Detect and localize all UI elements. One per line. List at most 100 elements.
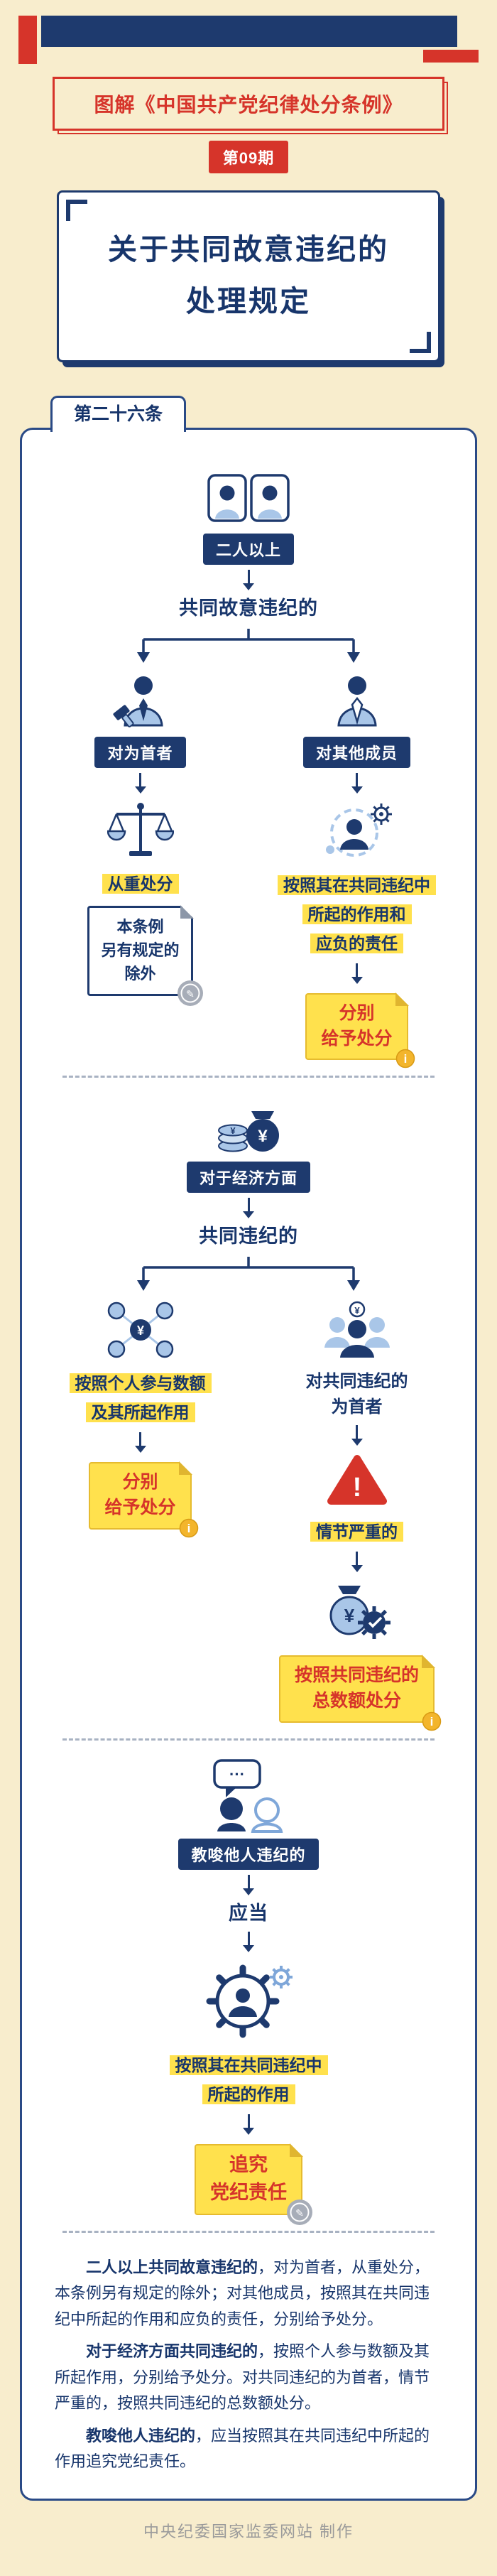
info-glyph: i bbox=[187, 1522, 190, 1535]
heavier-punishment-text: 从重处分 bbox=[102, 873, 179, 894]
condition-text: 共同违纪的 bbox=[199, 1225, 298, 1248]
pen-glyph: ✎ bbox=[295, 2207, 304, 2219]
down-arrow bbox=[139, 772, 141, 787]
down-arrow bbox=[356, 963, 358, 978]
main-title-line2: 处理规定 bbox=[186, 284, 311, 318]
justice-scales-icon bbox=[106, 802, 174, 856]
info-glyph: i bbox=[403, 1052, 407, 1066]
total-amount-punishment-box: 按照共同违纪的 总数额处分 bbox=[278, 1655, 435, 1723]
series-title: 图解《中国共产党纪律处分条例》 bbox=[94, 94, 403, 116]
yuan-glyph: ¥ bbox=[230, 1125, 236, 1136]
summary-paragraph-1: 二人以上共同故意违纪的，对为首者，从重处分，本条例另有规定的除外；对其他成员，按… bbox=[55, 2255, 442, 2333]
separate-punishment-text: 分别 给予处分 bbox=[104, 1472, 176, 1518]
dashed-separator bbox=[62, 2230, 435, 2233]
summary-paragraph-3: 教唆他人违纪的，应当按照其在共同违纪中所起的作用追究党纪责任。 bbox=[55, 2423, 442, 2475]
separate-punishment-doc: 分别 给予处分 i bbox=[89, 1461, 198, 1537]
series-title-box: 图解《中国共产党纪律处分条例》 bbox=[53, 77, 444, 131]
pen-glyph: ✎ bbox=[186, 988, 195, 1000]
separate-punishment-box: 分别 给予处分 bbox=[305, 992, 408, 1061]
modal-text: 应当 bbox=[229, 1902, 268, 1924]
total-amount-icon: ¥ bbox=[329, 1586, 390, 1640]
yuan-glyph: ¥ bbox=[258, 1127, 268, 1146]
main-title-line1: 关于共同故意违纪的 bbox=[108, 233, 389, 266]
exception-note-box: 本条例 另有规定的 除外 bbox=[87, 905, 193, 996]
branch-columns: ¥ 按照个人参与数额 及其所起作用 分别 给予处分 i bbox=[32, 1295, 465, 1731]
info-icon: i bbox=[422, 1711, 442, 1731]
masthead: 图解《中国共产党纪律处分条例》 第09期 关于共同故意违纪的 处理规定 bbox=[0, 0, 497, 362]
article-panel: 第二十六条 二人以上 共同故意违纪的 bbox=[20, 395, 477, 2501]
info-glyph: i bbox=[430, 1715, 434, 1728]
summary-lead-2: 对于经济方面共同违纪的 bbox=[86, 2342, 258, 2361]
down-arrow bbox=[139, 1432, 141, 1447]
producer-credit: 中央纪委国家监委网站 制作 bbox=[143, 2522, 354, 2540]
article-tab: 第二十六条 bbox=[50, 395, 187, 434]
individual-amount-basis-text: 按照个人参与数额 及其所起作用 bbox=[69, 1373, 212, 1423]
summary-lead-3: 教唆他人违纪的 bbox=[86, 2426, 196, 2445]
down-arrow bbox=[356, 1425, 358, 1440]
ringleader-label: 对为首者 bbox=[94, 736, 186, 768]
down-arrow bbox=[247, 1198, 250, 1213]
instigating-label: 教唆他人违纪的 bbox=[178, 1838, 319, 1870]
role-duty-icon bbox=[325, 803, 392, 857]
role-responsibility-basis-text: 按照其在共同违纪中 所起的作用和 应负的责任 bbox=[278, 875, 436, 953]
summary-paragraph-2: 对于经济方面共同违纪的，按照个人参与数额及其所起作用，分别给予处分。对共同违纪的… bbox=[55, 2339, 442, 2417]
down-arrow bbox=[247, 569, 250, 584]
down-arrow bbox=[247, 1874, 250, 1889]
exception-note-text: 本条例 另有规定的 除外 bbox=[101, 917, 180, 983]
down-arrow bbox=[247, 1931, 250, 1946]
joint-ringleader-column: ¥ 对共同违纪的 为首者 ! 情节严重的 ¥ bbox=[248, 1295, 465, 1731]
down-arrow bbox=[247, 2114, 250, 2128]
down-arrow bbox=[356, 772, 358, 787]
seal-pen-icon: ✎ bbox=[177, 980, 203, 1006]
exclamation-glyph: ! bbox=[352, 1473, 361, 1503]
folded-corner-flap bbox=[178, 1461, 192, 1476]
total-amount-punishment-text: 按照共同违纪的 总数额处分 bbox=[294, 1665, 419, 1711]
leader-gavel-icon bbox=[112, 676, 163, 727]
member-icon bbox=[337, 676, 377, 727]
info-icon: i bbox=[179, 1518, 198, 1537]
section-joint-intentional-violation: 二人以上 共同故意违纪的 bbox=[32, 462, 465, 1068]
down-arrow bbox=[356, 1552, 358, 1566]
pursue-responsibility-doc: 追究 党纪责任 ✎ bbox=[195, 2143, 312, 2225]
pursue-responsibility-box: 追究 党纪责任 bbox=[195, 2143, 302, 2215]
yuan-glyph: ¥ bbox=[354, 1305, 360, 1316]
separate-punishment-text: 分别 给予处分 bbox=[321, 1002, 393, 1049]
actor-label: 二人以上 bbox=[202, 533, 294, 565]
navy-bar-decoration bbox=[41, 16, 457, 47]
ringleader-column: 对为首者 从重处分 本条例 另 bbox=[32, 667, 248, 1006]
header-decoration bbox=[18, 13, 479, 67]
summary-rest-2: ，按照个人参与数额及其所起作用，分别给予处分。对共同违纪的为首者，情节严重的，按… bbox=[55, 2342, 430, 2413]
serious-circumstances-text: 情节严重的 bbox=[310, 1522, 403, 1542]
summary-text-section: 二人以上共同故意违纪的，对为首者，从重处分，本条例另有规定的除外；对其他成员，按… bbox=[32, 2246, 465, 2475]
yuan-glyph: ¥ bbox=[344, 1605, 354, 1626]
individual-amount-column: ¥ 按照个人参与数额 及其所起作用 分别 给予处分 i bbox=[32, 1295, 248, 1537]
folded-corner-flap bbox=[180, 904, 194, 919]
branch-columns: 对为首者 从重处分 本条例 另 bbox=[32, 667, 465, 1068]
summary-rest-1: ，对为首者，从重处分，本条例另有规定的除外；对其他成员，按照其在共同违纪中所起的… bbox=[55, 2258, 430, 2328]
two-persons-icon bbox=[207, 474, 290, 522]
other-members-column: 对其他成员 bbox=[248, 667, 465, 1068]
dots-glyph: ··· bbox=[229, 1765, 245, 1783]
dashed-separator bbox=[62, 1738, 435, 1741]
separate-punishment-doc: 分别 给予处分 i bbox=[305, 992, 415, 1068]
total-amount-punishment-doc: 按照共同违纪的 总数额处分 i bbox=[278, 1655, 442, 1731]
other-members-label: 对其他成员 bbox=[302, 736, 410, 768]
instigate-speech-icon: ··· bbox=[213, 1758, 283, 1833]
folded-corner-flap bbox=[395, 992, 409, 1006]
joint-ringleader-text: 对共同违纪的 为首者 bbox=[305, 1372, 408, 1417]
exception-note-doc: 本条例 另有规定的 除外 ✎ bbox=[87, 904, 203, 1006]
economic-topic-label: 对于经济方面 bbox=[186, 1162, 310, 1194]
condition-text: 共同故意违纪的 bbox=[179, 597, 318, 619]
folded-corner-flap bbox=[290, 2143, 303, 2157]
info-icon: i bbox=[395, 1049, 415, 1068]
pursue-responsibility-text: 追究 党纪责任 bbox=[210, 2153, 287, 2203]
section-instigating-others: ··· 教唆他人违纪的 应当 bbox=[32, 1753, 465, 2225]
separate-punishment-box: 分别 给予处分 bbox=[89, 1462, 192, 1530]
red-accent-decoration bbox=[423, 50, 479, 63]
branch-connector bbox=[137, 1257, 360, 1292]
instigating-role-basis-text: 按照其在共同违纪中 所起的作用 bbox=[169, 2055, 328, 2104]
issue-badge: 第09期 bbox=[208, 141, 289, 173]
summary-rest-3: ，应当按照其在共同违纪中所起的作用追究党纪责任。 bbox=[55, 2426, 430, 2471]
section-economic-joint-violation: ¥ ¥ 对于经济方面 共同违纪的 bbox=[32, 1091, 465, 1731]
red-bar-decoration bbox=[18, 16, 37, 64]
